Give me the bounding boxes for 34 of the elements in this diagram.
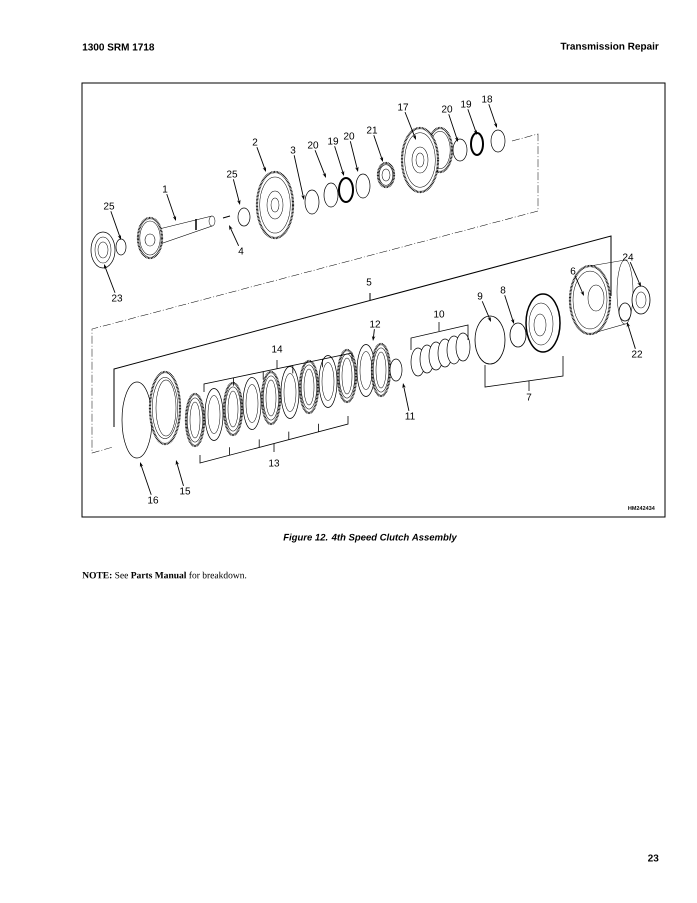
callout-number: 6 xyxy=(570,267,576,275)
callout-number: 20 xyxy=(442,105,452,113)
callout-number: 19 xyxy=(328,137,338,145)
callout-number: 17 xyxy=(398,104,408,110)
note-text: NOTE: See Parts Manual for breakdown. xyxy=(82,572,246,578)
bracket-number: 7 xyxy=(526,394,532,400)
header-text: Transmission Repair xyxy=(560,42,659,52)
callout-number: 2 xyxy=(252,138,258,146)
bracket-number: 10 xyxy=(434,310,444,318)
callout-number: 25 xyxy=(104,202,114,210)
callout-number: 11 xyxy=(406,412,415,420)
callout-number: 24 xyxy=(622,254,634,260)
callout-number: 18 xyxy=(482,95,492,103)
callout-number: 9 xyxy=(478,292,482,300)
callout-number: 21 xyxy=(366,126,378,134)
callout-number: 8 xyxy=(500,286,506,294)
bracket-number: 13 xyxy=(269,459,280,467)
bracket-number: 14 xyxy=(272,346,282,352)
callout-number: 12 xyxy=(370,320,380,328)
callout-number: 1 xyxy=(163,186,168,192)
figure-caption: Figure 12. 4th Speed Clutch Assembly xyxy=(283,534,458,542)
header-text: 1300 SRM 1718 xyxy=(82,43,154,51)
callout-number: 4 xyxy=(238,248,244,254)
callout-number: 25 xyxy=(226,170,238,178)
bracket-number: 5 xyxy=(366,278,372,286)
callout-number: 19 xyxy=(461,100,472,108)
page-number: 23 xyxy=(648,854,658,862)
callout-number: 23 xyxy=(112,294,122,302)
callout-number: 15 xyxy=(180,488,190,494)
callout-number: 3 xyxy=(290,146,296,154)
callout-number: 20 xyxy=(344,132,354,140)
callout-number: 20 xyxy=(308,141,318,149)
callout-number: 16 xyxy=(148,496,158,504)
callout-number: 22 xyxy=(632,350,642,358)
